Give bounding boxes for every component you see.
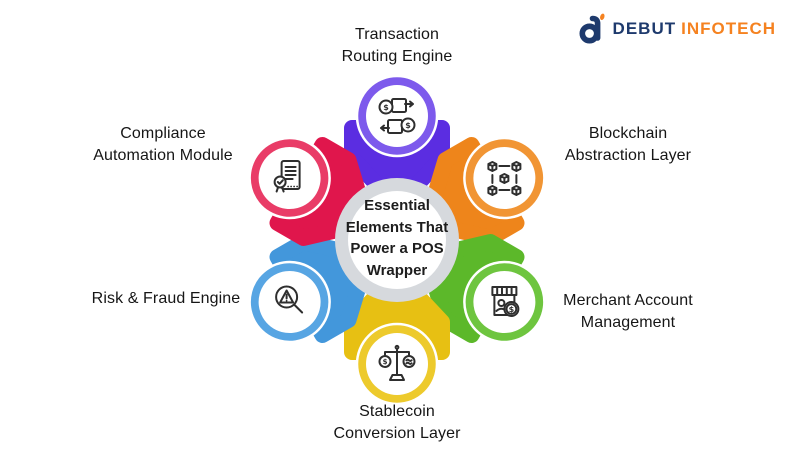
label-line: Transaction — [354, 26, 440, 43]
center-title-line: Wrapper — [366, 261, 428, 279]
center-title-line: Elements That — [345, 218, 449, 236]
debut-d-logo-icon — [579, 13, 605, 44]
storefront-icon: $ — [491, 286, 520, 317]
label-line: Compliance — [120, 125, 206, 142]
petal-blockchain-abstraction-layer — [418, 136, 546, 246]
label-line: Merchant Account — [563, 292, 693, 309]
certificate-document-icon — [273, 160, 301, 193]
label-line: Automation Module — [93, 147, 233, 164]
label-transaction-routing-engine: Transaction Routing Engine — [287, 24, 507, 68]
svg-text:$: $ — [383, 358, 388, 366]
fraud-magnifier-icon — [275, 285, 304, 314]
label-stablecoin-conversion-layer: Stablecoin Conversion Layer — [287, 401, 507, 445]
brand-name-secondary: INFOTECH — [681, 19, 776, 38]
center-title-line: Power a POS — [350, 240, 444, 257]
label-blockchain-abstraction-layer: Blockchain Abstraction Layer — [543, 123, 713, 167]
label-line: Conversion Layer — [333, 425, 461, 442]
center-disc — [348, 191, 446, 289]
svg-text:$: $ — [383, 103, 389, 112]
money-transfer-icon: $ $ — [378, 98, 416, 134]
label-line: Management — [580, 314, 676, 331]
center-title: Essential Elements That Power a POS Wrap… — [320, 195, 474, 281]
petal-transaction-routing-engine: $ $ — [344, 74, 450, 214]
label-risk-fraud-engine: Risk & Fraud Engine — [66, 288, 266, 310]
label-line: Blockchain — [588, 125, 668, 142]
brand-name-primary: DEBUT — [612, 19, 677, 38]
label-line: Stablecoin — [359, 403, 435, 420]
blockchain-cubes-icon — [487, 161, 522, 196]
petal-disc — [366, 85, 428, 147]
svg-text:$: $ — [509, 305, 515, 314]
label-merchant-account-management: Merchant Account Management — [543, 290, 713, 334]
label-line: Risk & Fraud Engine — [91, 290, 241, 307]
balance-scale-icon: $ — [378, 344, 416, 381]
label-line: Abstraction Layer — [564, 147, 692, 164]
label-compliance-automation-module: Compliance Automation Module — [63, 123, 263, 167]
svg-text:$: $ — [405, 121, 411, 130]
center-title-line: Essential — [364, 197, 430, 214]
petal-stablecoin-conversion-layer: $ — [344, 266, 450, 406]
label-line: Routing Engine — [341, 48, 453, 65]
